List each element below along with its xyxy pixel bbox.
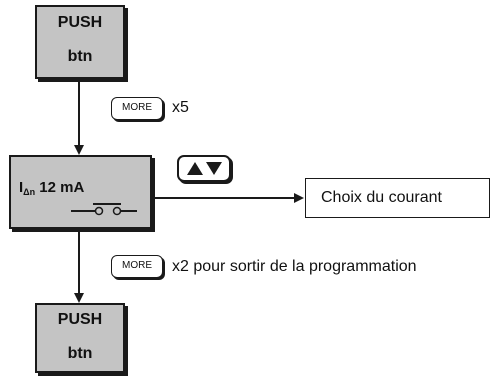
current-choice-box: Choix du courant [305, 178, 490, 218]
setting-label: IΔn 12 mA [19, 179, 85, 197]
btn-label: btn [67, 48, 93, 65]
setting-display-box: IΔn 12 mA [9, 155, 152, 229]
more-count-label: x5 [172, 99, 189, 116]
push-button-bottom: PUSH btn [35, 303, 125, 373]
setting-subscript: Δn [23, 187, 36, 197]
current-choice-label: Choix du courant [321, 189, 442, 206]
btn-label: btn [67, 345, 93, 362]
setting-symbol-i: I [19, 179, 24, 196]
more-key: MORE [111, 255, 163, 278]
setting-value: 12 mA [35, 179, 85, 196]
exit-programming-label: x2 pour sortir de la programmation [172, 258, 417, 275]
switch-contact-icon [71, 203, 137, 216]
push-label: PUSH [57, 14, 103, 31]
up-down-arrow-keys [177, 155, 231, 182]
push-label: PUSH [57, 311, 103, 328]
up-down-arrow-icon [187, 162, 222, 175]
more-key: MORE [111, 97, 163, 120]
push-button-top: PUSH btn [35, 5, 125, 79]
